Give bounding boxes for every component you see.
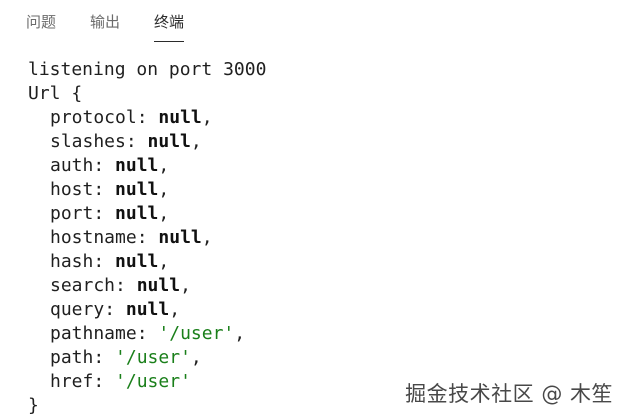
field-value: '/user' (158, 323, 235, 344)
field-value: null (115, 155, 159, 176)
field-key: path (50, 347, 94, 368)
url-field-row: query: null, (50, 299, 181, 320)
field-key: protocol (50, 107, 137, 128)
field-key: slashes (50, 131, 126, 152)
url-field-row: slashes: null, (50, 131, 202, 152)
panel-tabs: 问题 输出 终端 (26, 8, 218, 42)
field-key: href (50, 371, 94, 392)
field-value: null (136, 275, 181, 296)
url-field-row: hash: null, (50, 251, 170, 272)
url-field-row: host: null, (50, 179, 170, 200)
field-value: '/user' (115, 347, 191, 368)
field-value: null (125, 299, 170, 320)
terminal-line: Url { (28, 83, 83, 104)
terminal-line: } (28, 395, 39, 416)
field-key: pathname (50, 323, 137, 344)
field-key: host (50, 179, 94, 200)
field-key: search (50, 275, 116, 296)
field-value: null (158, 227, 202, 248)
url-field-row: auth: null, (50, 155, 170, 176)
tab-output[interactable]: 输出 (90, 13, 121, 31)
watermark: 掘金技术社区 @ 木笙 (405, 382, 613, 406)
field-value: '/user' (115, 371, 191, 392)
url-field-row: hostname: null, (50, 227, 213, 248)
terminal-output[interactable]: listening on port 3000 Url { protocol: n… (28, 58, 619, 418)
field-key: query (50, 299, 105, 320)
terminal-line: listening on port 3000 (28, 59, 267, 80)
field-value: null (115, 179, 159, 200)
field-key: auth (50, 155, 94, 176)
field-key: hostname (50, 227, 137, 248)
tab-problems[interactable]: 问题 (26, 13, 57, 31)
url-field-row: protocol: null, (50, 107, 213, 128)
field-value: null (158, 107, 202, 128)
url-field-row: search: null, (50, 275, 191, 296)
field-key: hash (50, 251, 94, 272)
field-value: null (115, 203, 159, 224)
field-value: null (147, 131, 191, 152)
url-field-row: path: '/user', (50, 347, 202, 368)
field-value: null (115, 251, 159, 272)
field-key: port (50, 203, 94, 224)
url-field-row: href: '/user' (50, 371, 191, 392)
url-field-row: port: null, (50, 203, 170, 224)
url-field-row: pathname: '/user', (50, 323, 246, 344)
tab-terminal[interactable]: 终端 (154, 8, 185, 42)
